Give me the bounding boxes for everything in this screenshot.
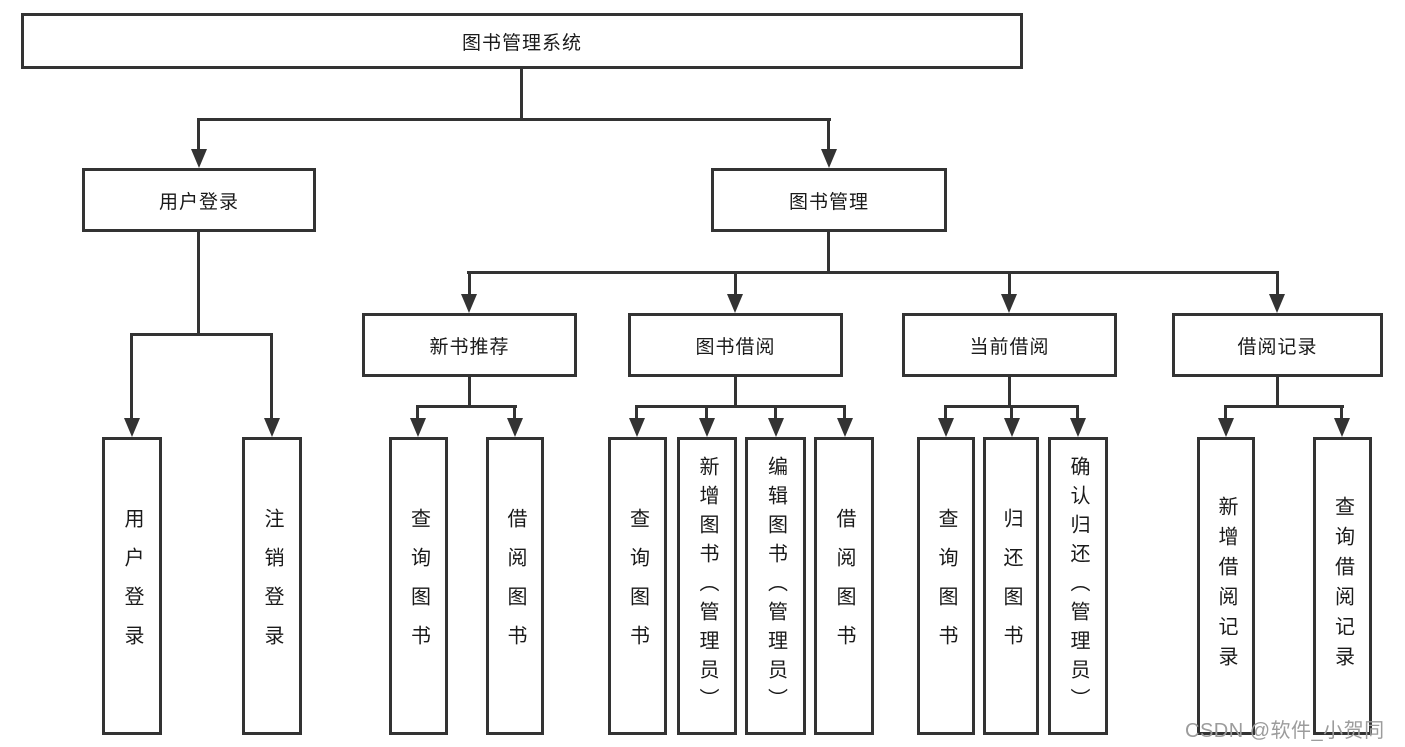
edge-user-login-bus <box>131 333 273 336</box>
edge-current-borrow-stem <box>1008 375 1011 408</box>
edge-to-bb-edit <box>774 405 777 421</box>
arrow-down-icon <box>410 418 426 437</box>
edge-book-borrow-stem <box>734 375 737 408</box>
leaf-cb-confirm-return-admin: 确认归还（管理员） <box>1048 437 1108 735</box>
edge-to-leaf-logout <box>270 333 273 419</box>
node-root-label: 图书管理系统 <box>461 32 582 54</box>
node-borrow-record-label: 借阅记录 <box>1237 336 1318 358</box>
edge-root-to-user-login <box>197 118 200 152</box>
leaf-cb-return-books-label: 归还图书 <box>1000 508 1022 664</box>
arrow-down-icon <box>1334 418 1350 437</box>
edge-to-borrow-record <box>1276 271 1279 297</box>
edge-to-nbr-query <box>416 405 419 421</box>
arrow-down-icon <box>1218 418 1234 437</box>
edge-borrow-record-bus <box>1225 405 1344 408</box>
leaf-bb-borrow-books-label: 借阅图书 <box>833 508 855 664</box>
leaf-bb-edit-books-admin: 编辑图书（管理员） <box>745 437 806 735</box>
leaf-cb-return-books: 归还图书 <box>983 437 1039 735</box>
edge-to-book-borrow <box>734 271 737 297</box>
leaf-cb-query-books: 查询图书 <box>917 437 975 735</box>
leaf-bb-query-books: 查询图书 <box>608 437 667 735</box>
node-current-borrow-label: 当前借阅 <box>969 336 1050 358</box>
edge-to-new-book-rec <box>468 271 471 297</box>
leaf-br-query-record: 查询借阅记录 <box>1313 437 1372 735</box>
node-book-mgmt-label: 图书管理 <box>788 191 869 213</box>
leaf-nbr-borrow-books: 借阅图书 <box>486 437 544 735</box>
edge-new-book-rec-bus <box>417 405 517 408</box>
edge-root-bus <box>197 118 831 121</box>
edge-to-br-add <box>1224 405 1227 421</box>
edge-to-bb-borrow <box>843 405 846 421</box>
node-book-borrow-label: 图书借阅 <box>695 336 776 358</box>
leaf-user-login: 用户登录 <box>102 437 162 735</box>
leaf-user-login-label: 用户登录 <box>121 508 143 664</box>
edge-book-mgmt-stem <box>827 230 830 274</box>
edge-to-leaf-login <box>130 333 133 419</box>
leaf-bb-query-books-label: 查询图书 <box>626 508 649 664</box>
node-borrow-record: 借阅记录 <box>1172 313 1383 377</box>
edge-to-bb-query <box>635 405 638 421</box>
arrow-down-icon <box>507 418 523 437</box>
edge-to-cb-confirm <box>1076 405 1079 421</box>
leaf-bb-edit-books-admin-label: 编辑图书（管理员） <box>764 455 787 717</box>
arrow-down-icon <box>837 418 853 437</box>
edge-book-borrow-bus <box>636 405 846 408</box>
arrow-down-icon <box>461 294 477 313</box>
arrow-down-icon <box>699 418 715 437</box>
leaf-bb-add-books-admin: 新增图书（管理员） <box>677 437 737 735</box>
leaf-nbr-borrow-books-label: 借阅图书 <box>504 508 526 664</box>
edge-to-cb-return <box>1010 405 1013 421</box>
arrow-down-icon <box>1269 294 1285 313</box>
arrow-down-icon <box>821 149 837 168</box>
node-new-book-rec-label: 新书推荐 <box>429 336 510 358</box>
leaf-br-add-record: 新增借阅记录 <box>1197 437 1255 735</box>
csdn-watermark: CSDN @软件_小贺同学 <box>1185 720 1385 742</box>
arrow-down-icon <box>1070 418 1086 437</box>
edge-borrow-record-stem <box>1276 375 1279 408</box>
arrow-down-icon <box>629 418 645 437</box>
node-new-book-rec: 新书推荐 <box>362 313 577 377</box>
node-user-login-label: 用户登录 <box>158 191 239 213</box>
edge-book-mgmt-bus <box>467 271 1279 274</box>
leaf-nbr-query-books-label: 查询图书 <box>407 508 430 664</box>
edge-to-cb-query <box>944 405 947 421</box>
leaf-bb-add-books-admin-label: 新增图书（管理员） <box>696 455 718 717</box>
arrow-down-icon <box>768 418 784 437</box>
leaf-bb-borrow-books: 借阅图书 <box>814 437 874 735</box>
edge-user-login-stem <box>197 230 200 336</box>
edge-new-book-rec-stem <box>468 375 471 408</box>
edge-to-br-query <box>1340 405 1343 421</box>
arrow-down-icon <box>938 418 954 437</box>
node-user-login: 用户登录 <box>82 168 316 232</box>
node-root: 图书管理系统 <box>21 13 1023 69</box>
edge-to-bb-add <box>705 405 708 421</box>
edge-to-current-borrow <box>1008 271 1011 297</box>
node-book-mgmt: 图书管理 <box>711 168 947 232</box>
edge-root-stem <box>520 67 523 120</box>
arrow-down-icon <box>191 149 207 168</box>
leaf-br-query-record-label: 查询借阅记录 <box>1331 496 1354 676</box>
arrow-down-icon <box>264 418 280 437</box>
arrow-down-icon <box>727 294 743 313</box>
arrow-down-icon <box>1001 294 1017 313</box>
leaf-br-add-record-label: 新增借阅记录 <box>1215 496 1237 676</box>
edge-to-nbr-borrow <box>513 405 516 421</box>
arrow-down-icon <box>124 418 140 437</box>
leaf-nbr-query-books: 查询图书 <box>389 437 448 735</box>
leaf-logout-label: 注销登录 <box>261 508 283 664</box>
node-book-borrow: 图书借阅 <box>628 313 843 377</box>
arrow-down-icon <box>1004 418 1020 437</box>
leaf-cb-query-books-label: 查询图书 <box>935 508 957 664</box>
leaf-cb-confirm-return-admin-label: 确认归还（管理员） <box>1067 455 1089 717</box>
leaf-logout: 注销登录 <box>242 437 302 735</box>
edge-root-to-book-mgmt <box>827 118 830 152</box>
node-current-borrow: 当前借阅 <box>902 313 1117 377</box>
